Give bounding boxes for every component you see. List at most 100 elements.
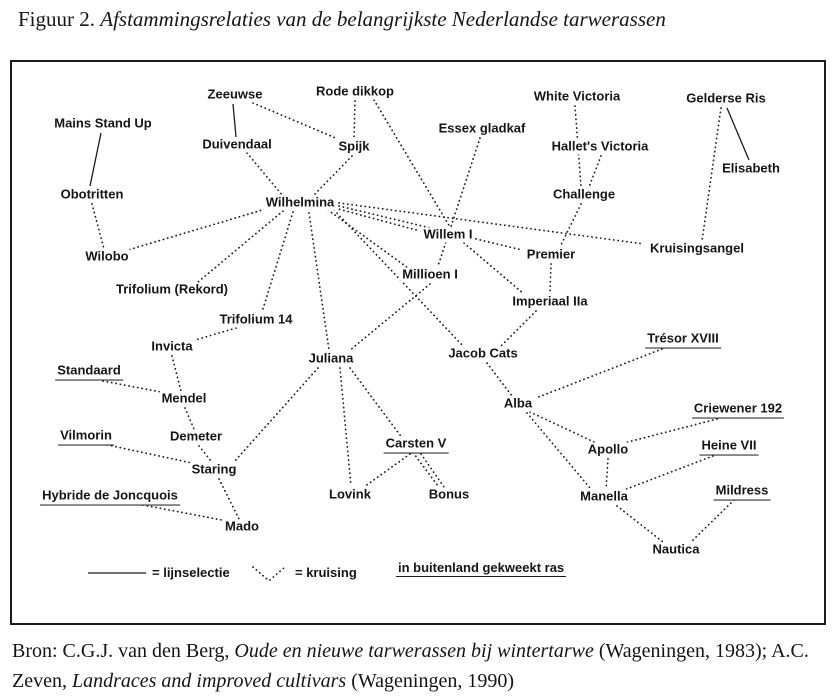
node-criewener-192: Criewener 192 (691, 401, 785, 419)
edge-wilhelmina--jacob-cats (333, 209, 465, 348)
edge-juliana--bonus (349, 367, 439, 487)
node-white-victoria: White Victoria (531, 88, 623, 105)
edge-gelderse-ris--kruisingsangel (701, 107, 722, 242)
edge-rode-dikkop--spijk (353, 100, 356, 139)
source-work-title: Landraces and improved cultivars (71, 670, 347, 692)
edge-jacob-cats--alba (486, 362, 513, 397)
source-text-segment: Bron: C.G.J. van den Berg, (12, 640, 235, 662)
edge-spijk--wilhelmina (312, 155, 353, 197)
edge-duivendaal--wilhelmina (246, 152, 284, 197)
edge-alba--apollo (529, 411, 595, 443)
node-rode-dikkop: Rode dikkop (313, 83, 397, 100)
edge-wilhelmina--millioen-i (327, 209, 409, 269)
page-title: Figuur 2. Afstammingsrelaties van de bel… (18, 7, 824, 32)
edge-manella--nautica (616, 505, 664, 543)
node-spijk: Spijk (336, 138, 372, 155)
edge-zeeuwse--duivendaal (232, 103, 237, 138)
edge-wilhelmina--wilobo (127, 207, 270, 251)
source-work-title: Oude en nieuwe tarwerassen bij wintertar… (234, 640, 594, 662)
node-kruisingsangel: Kruisingsangel (648, 240, 746, 257)
edge-alba--manella (526, 412, 591, 489)
edge-juliana--lovink (339, 367, 352, 487)
node-standaard: Standaard (55, 363, 123, 381)
edge-rode-dikkop--willem-i (373, 99, 451, 228)
edge-carsten-v--bonus (420, 453, 445, 488)
node-wilhelmina: Wilhelmina (263, 194, 337, 211)
edge-wilhelmina--trifolium-14 (261, 211, 294, 313)
node-challenge: Challenge (550, 186, 618, 203)
edge-staring--mado (218, 478, 240, 520)
edge-wilhelmina--trifolium-rekord (197, 210, 284, 283)
node-lovink: Lovink (327, 486, 373, 503)
node-staring: Staring (189, 461, 239, 478)
edge-challenge--premier (559, 203, 582, 248)
node-tresor-xviii: Trésor XVIII (645, 331, 721, 349)
node-nautica: Nautica (650, 541, 702, 558)
node-willem-i: Willem I (421, 226, 475, 243)
node-essex-gladkaf: Essex gladkaf (436, 120, 528, 137)
node-gelderse-ris: Gelderse Ris (684, 90, 768, 107)
node-premier: Premier (524, 246, 578, 263)
node-elisabeth: Elisabeth (720, 160, 782, 177)
legend-foreign-label: in buitenland gekweekt ras (396, 560, 567, 577)
edge-wilhelmina--willem-i (330, 206, 421, 232)
node-bonus: Bonus (426, 486, 472, 503)
edge-carsten-v--lovink (363, 453, 411, 488)
node-hybride-de-joncquois: Hybride de Joncquois (40, 488, 180, 506)
node-trifolium-14: Trifolium 14 (217, 311, 295, 328)
edge-demeter--staring (198, 445, 212, 462)
node-juliana: Juliana (306, 350, 356, 367)
legend-cross-sample-1 (269, 566, 286, 581)
legend-cross-label: = kruising (293, 565, 359, 580)
node-imperiaal-iia: Imperiaal IIa (510, 293, 590, 310)
edge-heine-vii--manella (623, 455, 714, 491)
edge-juliana--staring (233, 367, 319, 463)
node-alba: Alba (501, 395, 535, 412)
edge-obotritten--wilobo (91, 203, 105, 250)
node-wilobo: Wilobo (83, 248, 131, 265)
legend-cross-sample-0 (252, 566, 269, 581)
node-duivendaal: Duivendaal (200, 136, 274, 153)
edge-criewener-192--apollo (623, 418, 718, 444)
edge-wilhelmina--kruisingsangel (338, 202, 645, 245)
node-obotritten: Obotritten (58, 186, 126, 203)
node-carsten-v: Carsten V (383, 436, 449, 454)
edge-mendel--demeter (184, 407, 195, 430)
node-millioen-i: Millioen I (400, 266, 460, 283)
edge-apollo--manella (605, 458, 609, 490)
node-zeeuwse: Zeeuwse (205, 86, 265, 103)
edge-wilhelmina--juliana (308, 212, 330, 351)
edge-wilhelmina--premier (338, 205, 523, 251)
figure-number: Figuur 2. (18, 7, 101, 31)
edge-essex-gladkaf--millioen-i (437, 137, 481, 267)
source-text-segment: (Wageningen, 1983); A.C. Zeven, (12, 640, 809, 692)
edge-mildress--nautica (690, 499, 735, 543)
source-citation: Bron: C.G.J. van den Berg, Oude en nieuw… (12, 636, 826, 696)
node-invicta: Invicta (149, 338, 195, 355)
edge-imperiaal-iia--jacob-cats (500, 310, 537, 347)
edge-willem-i--imperiaal-iia (463, 242, 525, 295)
node-manella: Manella (578, 488, 630, 505)
edge-vilmorin--staring (102, 443, 193, 464)
node-trifolium-rekord: Trifolium (Rekord) (114, 281, 230, 298)
edge-hybride-de-joncquois--mado (142, 504, 228, 522)
node-heine-vii: Heine VII (699, 438, 759, 456)
edge-trifolium-14--invicta (191, 327, 237, 342)
node-mendel: Mendel (159, 390, 209, 407)
node-mado: Mado (223, 518, 261, 535)
node-mains-stand-up: Mains Stand Up (52, 115, 154, 132)
node-demeter: Demeter (167, 428, 225, 445)
edge-zeeuwse--spijk (252, 102, 339, 140)
edge-invicta--mendel (171, 355, 182, 392)
node-jacob-cats: Jacob Cats (446, 345, 520, 362)
legend-line-label: = lijnselectie (150, 565, 232, 580)
edge-millioen-i--juliana (348, 283, 431, 352)
source-text-segment: (Wageningen, 1990) (346, 670, 515, 692)
edge-standaard--mendel (102, 380, 167, 394)
node-vilmorin: Vilmorin (58, 428, 114, 446)
node-hallets-victoria: Hallet's Victoria (549, 138, 651, 155)
edge-tresor-xviii--alba (535, 348, 663, 399)
edge-mains-stand-up--obotritten (89, 132, 102, 187)
